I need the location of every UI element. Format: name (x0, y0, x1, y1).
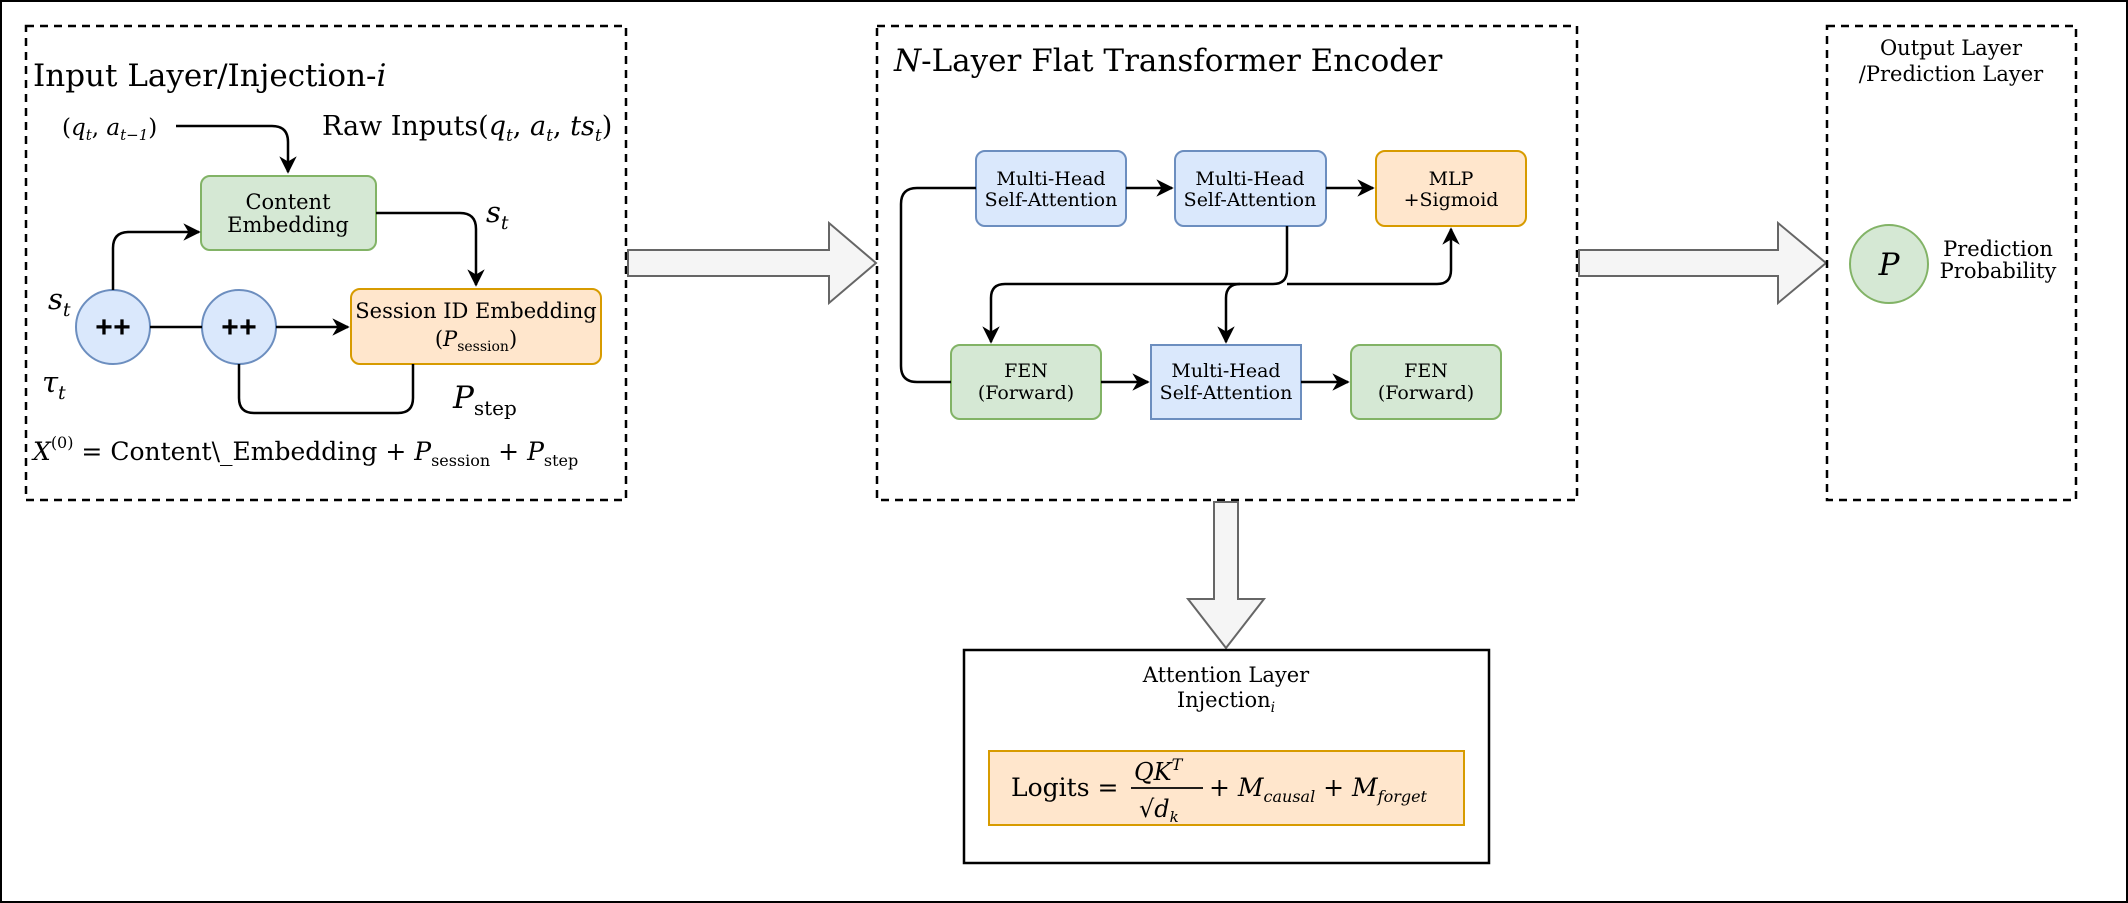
raw-inputs-label: Raw Inputs(qt, at, tst) (322, 111, 612, 146)
mhsa-box-3-line2: Self-Attention (1160, 382, 1293, 404)
mlp-sigmoid-line1: MLP (1429, 168, 1474, 190)
output-panel-frame (1825, 24, 2078, 502)
s-t-label-upper: st (486, 195, 509, 234)
fen-box-2 (1350, 344, 1502, 420)
concat-node-2-label: ++ (221, 313, 257, 347)
mhsa-box-2-line1: Multi-Head (1195, 168, 1304, 190)
arrow-concat1-to-content (111, 223, 201, 290)
arrow-mhsa2-to-mlp-up (1287, 227, 1460, 286)
flow-arrow-encoder-to-output (1578, 220, 1828, 306)
fen-box-2-line1: FEN (1404, 360, 1448, 382)
logits-tail: + Mcausal + Mforget (1209, 773, 1428, 806)
mhsa-box-3-line1: Multi-Head (1171, 360, 1280, 382)
prediction-node (1849, 224, 1929, 304)
encoder-panel-title: N-Layer Flat Transformer Encoder (893, 43, 1442, 79)
fraction-denominator: √dk (1139, 795, 1179, 826)
content-embedding-line2: Embedding (227, 213, 349, 237)
fen-box-1-line2: (Forward) (978, 382, 1074, 404)
session-embedding-box (350, 288, 602, 365)
x0-formula: X(0) = Content\_Embedding + Psession + P… (31, 433, 578, 470)
input-panel-frame (24, 24, 628, 502)
mhsa-box-2-line2: Self-Attention (1184, 189, 1317, 211)
arrow-mhsa2-to-fen1 (982, 226, 1289, 344)
loop-fen1-to-mhsa1 (899, 186, 976, 384)
mlp-sigmoid-box (1375, 150, 1527, 227)
prediction-node-symbol: P (1878, 247, 1901, 283)
concat-node-1-label: ++ (95, 313, 131, 347)
s-t-label-left: st (48, 282, 71, 321)
flow-arrow-input-to-encoder (627, 220, 878, 306)
prediction-label-line2: Probability (1940, 259, 2057, 283)
p-step-label: Pstep (452, 380, 517, 420)
prediction-label-line1: Prediction (1943, 237, 2053, 261)
fraction-numerator: QKT (1134, 755, 1184, 786)
input-panel-title: Input Layer/Injection-i (33, 58, 386, 94)
session-embedding-line1: Session ID Embedding (355, 299, 596, 323)
tau-t-label: τt (42, 365, 66, 404)
content-embedding-line1: Content (245, 190, 331, 214)
arrow-mhsa2-to-mhsa3 (1217, 282, 1241, 344)
logits-formula: Logits = QKT √dk + Mcausal + Mforget (1011, 755, 1428, 826)
flow-arrow-encoder-to-attention (1185, 501, 1267, 650)
attention-panel-title-line2: Injectioni (1177, 688, 1275, 716)
fen-box-1-line1: FEN (1004, 360, 1048, 382)
input-pair-label: (qt, at−1) (62, 115, 157, 144)
fen-box-2-line2: (Forward) (1378, 382, 1474, 404)
output-panel-title-line2: /Prediction Layer (1859, 62, 2044, 86)
logits-label: Logits = (1011, 773, 1118, 802)
session-embedding-line2: (Psession) (435, 327, 517, 355)
mlp-sigmoid-line2: +Sigmoid (1404, 189, 1499, 211)
attention-panel-title-line1: Attention Layer (1142, 663, 1310, 687)
output-panel-title-line1: Output Layer (1880, 36, 2023, 60)
arrow-input-to-content (176, 124, 297, 174)
arrow-content-to-session (376, 211, 485, 287)
mhsa-box-1-line2: Self-Attention (985, 189, 1118, 211)
encoder-panel-frame (875, 24, 1579, 502)
mhsa-box-3 (1150, 344, 1302, 420)
mhsa-box-1-line1: Multi-Head (996, 168, 1105, 190)
logits-formula-box (988, 750, 1465, 826)
loop-session-to-concat2 (237, 364, 415, 415)
